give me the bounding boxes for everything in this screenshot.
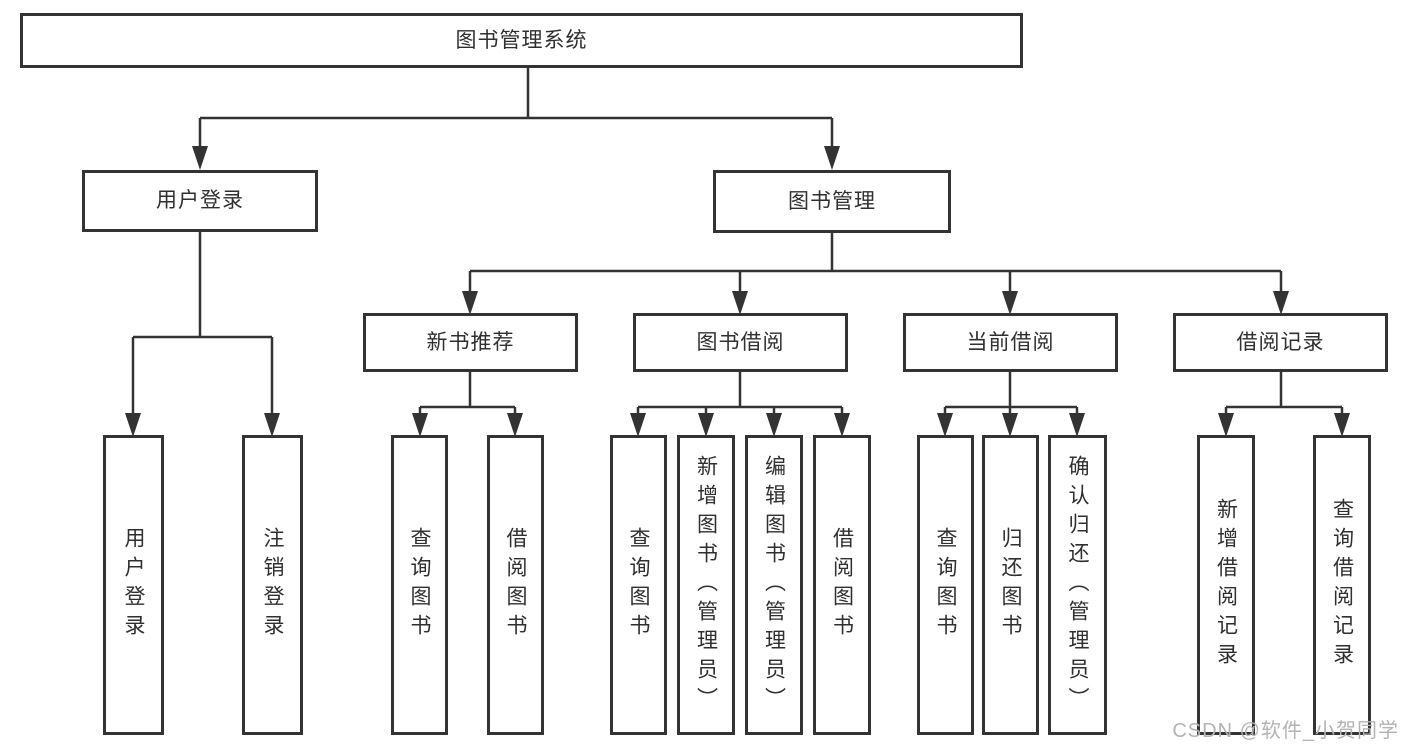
leaf-borrow-books-recommend: 借阅图书 [487, 435, 544, 735]
node-book-management: 图书管理 [713, 170, 951, 233]
leaf-query-borrow-record: 查询借阅记录 [1313, 435, 1371, 735]
leaf-logout: 注销登录 [242, 435, 303, 735]
leaf-user-login: 用户登录 [103, 435, 164, 735]
leaf-query-books-borrow: 查询图书 [610, 435, 667, 735]
node-current-borrow: 当前借阅 [903, 313, 1118, 372]
node-user-login: 用户登录 [82, 170, 318, 232]
leaf-add-book-admin: 新增图书（管理员） [677, 435, 735, 735]
watermark-text: CSDN @软件_小贺同学 [1172, 720, 1399, 742]
node-library-management-system: 图书管理系统 [20, 13, 1023, 68]
leaf-return-book: 归还图书 [982, 435, 1039, 735]
leaf-edit-book-admin: 编辑图书（管理员） [745, 435, 803, 735]
leaf-add-borrow-record: 新增借阅记录 [1197, 435, 1255, 735]
node-book-borrow: 图书借阅 [633, 313, 848, 372]
node-new-book-recommend: 新书推荐 [363, 313, 578, 372]
node-borrow-records: 借阅记录 [1173, 313, 1388, 372]
leaf-confirm-return-admin: 确认归还（管理员） [1048, 435, 1107, 735]
leaf-query-books-recommend: 查询图书 [391, 435, 448, 735]
leaf-query-books-current: 查询图书 [917, 435, 974, 735]
leaf-borrow-books: 借阅图书 [813, 435, 871, 735]
